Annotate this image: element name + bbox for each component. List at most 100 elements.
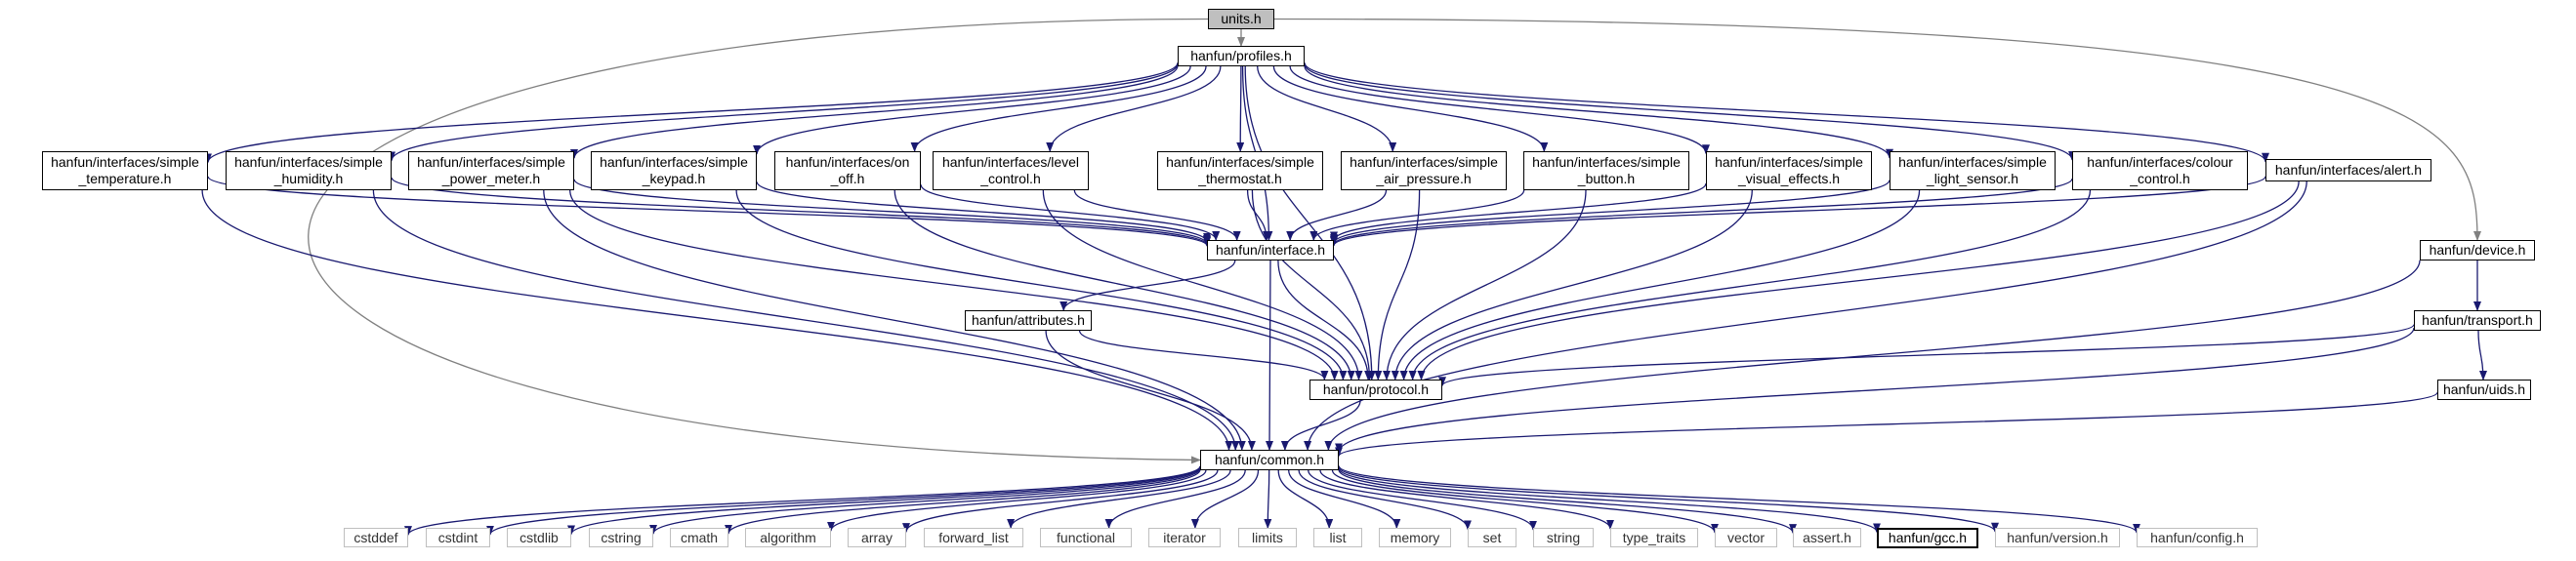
node-memory[interactable]: memory — [1379, 528, 1451, 547]
node-forward-list[interactable]: forward_list — [924, 528, 1023, 547]
node-on-off-h[interactable]: hanfun/interfaces/on _off.h — [774, 151, 921, 190]
node-simple-thermostat-h[interactable]: hanfun/interfaces/simple _thermostat.h — [1157, 151, 1323, 190]
node-label: hanfun/interfaces/simple — [51, 154, 199, 170]
edge-common-to-functional — [1104, 469, 1246, 529]
edge-profiles-to-power_meter — [570, 65, 1179, 159]
node-string[interactable]: string — [1533, 528, 1594, 547]
edge-interface-to-common — [1266, 260, 1274, 451]
node-label: hanfun/attributes.h — [972, 312, 1085, 328]
edge-common-to-vector — [1331, 469, 1719, 534]
node-common-h[interactable]: hanfun/common.h — [1200, 450, 1339, 470]
edge-profiles-to-visual — [1289, 65, 1710, 155]
node-cstdint[interactable]: cstdint — [426, 528, 490, 547]
edge-humidity-to-common — [372, 189, 1240, 451]
edge-common-to-cmath — [725, 468, 1201, 535]
node-simple-temperature-h[interactable]: hanfun/interfaces/simple _temperature.h — [42, 151, 208, 190]
edge-protocol-to-common — [1280, 399, 1361, 451]
node-simple-light-sensor-h[interactable]: hanfun/interfaces/simple _light_sensor.h — [1890, 151, 2056, 190]
node-label: _power_meter.h — [441, 171, 541, 186]
node-version-h[interactable]: hanfun/version.h — [1995, 528, 2120, 547]
node-vector[interactable]: vector — [1715, 528, 1777, 547]
edge-common-to-cstddef — [404, 465, 1201, 537]
edge-power_meter-to-protocol — [569, 189, 1339, 381]
edge-colour-to-protocol — [1408, 189, 2092, 381]
node-attributes-h[interactable]: hanfun/attributes.h — [965, 310, 1092, 331]
node-label: _light_sensor.h — [1926, 171, 2019, 186]
node-set[interactable]: set — [1468, 528, 1517, 547]
node-label: hanfun/interface.h — [1215, 242, 1326, 258]
edge-interface-to-attributes — [1059, 260, 1236, 311]
node-label: cmath — [680, 529, 719, 545]
node-colour-control-h[interactable]: hanfun/interfaces/colour _control.h — [2072, 151, 2248, 190]
node-profiles-h[interactable]: hanfun/profiles.h — [1178, 46, 1305, 66]
node-limits[interactable]: limits — [1238, 528, 1297, 547]
edge-thermostat-to-protocol — [1251, 189, 1374, 381]
node-simple-air-pressure-h[interactable]: hanfun/interfaces/simple _air_pressure.h — [1341, 151, 1507, 190]
node-algorithm[interactable]: algorithm — [745, 528, 831, 547]
node-simple-humidity-h[interactable]: hanfun/interfaces/simple _humidity.h — [226, 151, 392, 190]
node-config-h[interactable]: hanfun/config.h — [2137, 528, 2258, 547]
node-label: cstdint — [437, 529, 478, 545]
node-assert-h[interactable]: assert.h — [1793, 528, 1861, 547]
node-label: hanfun/interfaces/colour — [2087, 154, 2233, 170]
edge-units-to-device — [1273, 18, 2481, 241]
edge-common-to-assert — [1338, 469, 1797, 535]
node-label: _visual_effects.h — [1737, 171, 1841, 186]
edge-profiles-to-air_pressure — [1257, 65, 1397, 152]
edge-common-to-array — [902, 469, 1219, 534]
edge-common-to-cstring — [649, 467, 1201, 535]
node-interface-h[interactable]: hanfun/interface.h — [1207, 240, 1334, 260]
node-label: functional — [1057, 529, 1115, 545]
node-label: hanfun/interfaces/simple — [600, 154, 748, 170]
edge-on_off-to-interface — [920, 183, 1221, 241]
edge-transport-to-protocol — [1438, 324, 2415, 387]
node-label: hanfun/interfaces/on — [785, 154, 910, 170]
node-label: hanfun/interfaces/simple — [1350, 154, 1498, 170]
edge-profiles-to-level — [1046, 65, 1222, 152]
edge-common-to-gcc — [1338, 467, 1881, 534]
node-alert-h[interactable]: hanfun/interfaces/alert.h — [2265, 159, 2431, 181]
edge-colour-to-interface — [1330, 178, 2073, 246]
node-label: _control.h — [2130, 171, 2190, 186]
node-label: hanfun/interfaces/level — [941, 154, 1080, 170]
node-list[interactable]: list — [1313, 528, 1362, 547]
edge-common-to-cstdlib — [567, 466, 1201, 536]
node-units-h[interactable]: units.h — [1208, 9, 1274, 29]
edge-thermostat-to-interface — [1246, 189, 1270, 241]
node-label: hanfun/common.h — [1214, 452, 1325, 467]
node-simple-button-h[interactable]: hanfun/interfaces/simple _button.h — [1523, 151, 1689, 190]
edge-air_pressure-to-protocol — [1374, 189, 1421, 381]
node-iterator[interactable]: iterator — [1148, 528, 1221, 547]
node-label: hanfun/interfaces/simple — [1532, 154, 1681, 170]
node-uids-h[interactable]: hanfun/uids.h — [2437, 380, 2531, 400]
edge-light-to-interface — [1330, 180, 1890, 245]
edge-level-to-interface — [1073, 189, 1241, 241]
node-protocol-h[interactable]: hanfun/protocol.h — [1309, 380, 1442, 400]
node-label: memory — [1390, 529, 1440, 545]
node-label: cstdlib — [519, 529, 559, 545]
node-level-control-h[interactable]: hanfun/interfaces/level _control.h — [933, 151, 1089, 190]
node-cstdlib[interactable]: cstdlib — [507, 528, 571, 547]
node-transport-h[interactable]: hanfun/transport.h — [2414, 310, 2541, 331]
node-label: list — [1329, 529, 1347, 545]
node-type-traits[interactable]: type_traits — [1610, 528, 1698, 547]
node-cstring[interactable]: cstring — [589, 528, 653, 547]
node-functional[interactable]: functional — [1040, 528, 1132, 547]
edge-level-to-protocol — [1042, 189, 1363, 381]
node-array[interactable]: array — [848, 528, 906, 547]
node-simple-power-meter-h[interactable]: hanfun/interfaces/simple _power_meter.h — [408, 151, 574, 190]
edge-profiles-to-colour — [1304, 63, 2076, 161]
edge-keypad-to-protocol — [735, 189, 1348, 381]
node-cmath[interactable]: cmath — [670, 528, 728, 547]
node-cstddef[interactable]: cstddef — [344, 528, 408, 547]
node-simple-keypad-h[interactable]: hanfun/interfaces/simple _keypad.h — [591, 151, 757, 190]
edge-transport-to-uids — [2477, 330, 2487, 381]
node-gcc-h[interactable]: hanfun/gcc.h — [1877, 528, 1978, 548]
node-device-h[interactable]: hanfun/device.h — [2420, 240, 2535, 260]
node-simple-visual-effects-h[interactable]: hanfun/interfaces/simple _visual_effects… — [1706, 151, 1872, 190]
node-label: hanfun/interfaces/simple — [417, 154, 565, 170]
node-label: vector — [1726, 529, 1766, 545]
edge-profiles-to-alert — [1304, 62, 2269, 163]
